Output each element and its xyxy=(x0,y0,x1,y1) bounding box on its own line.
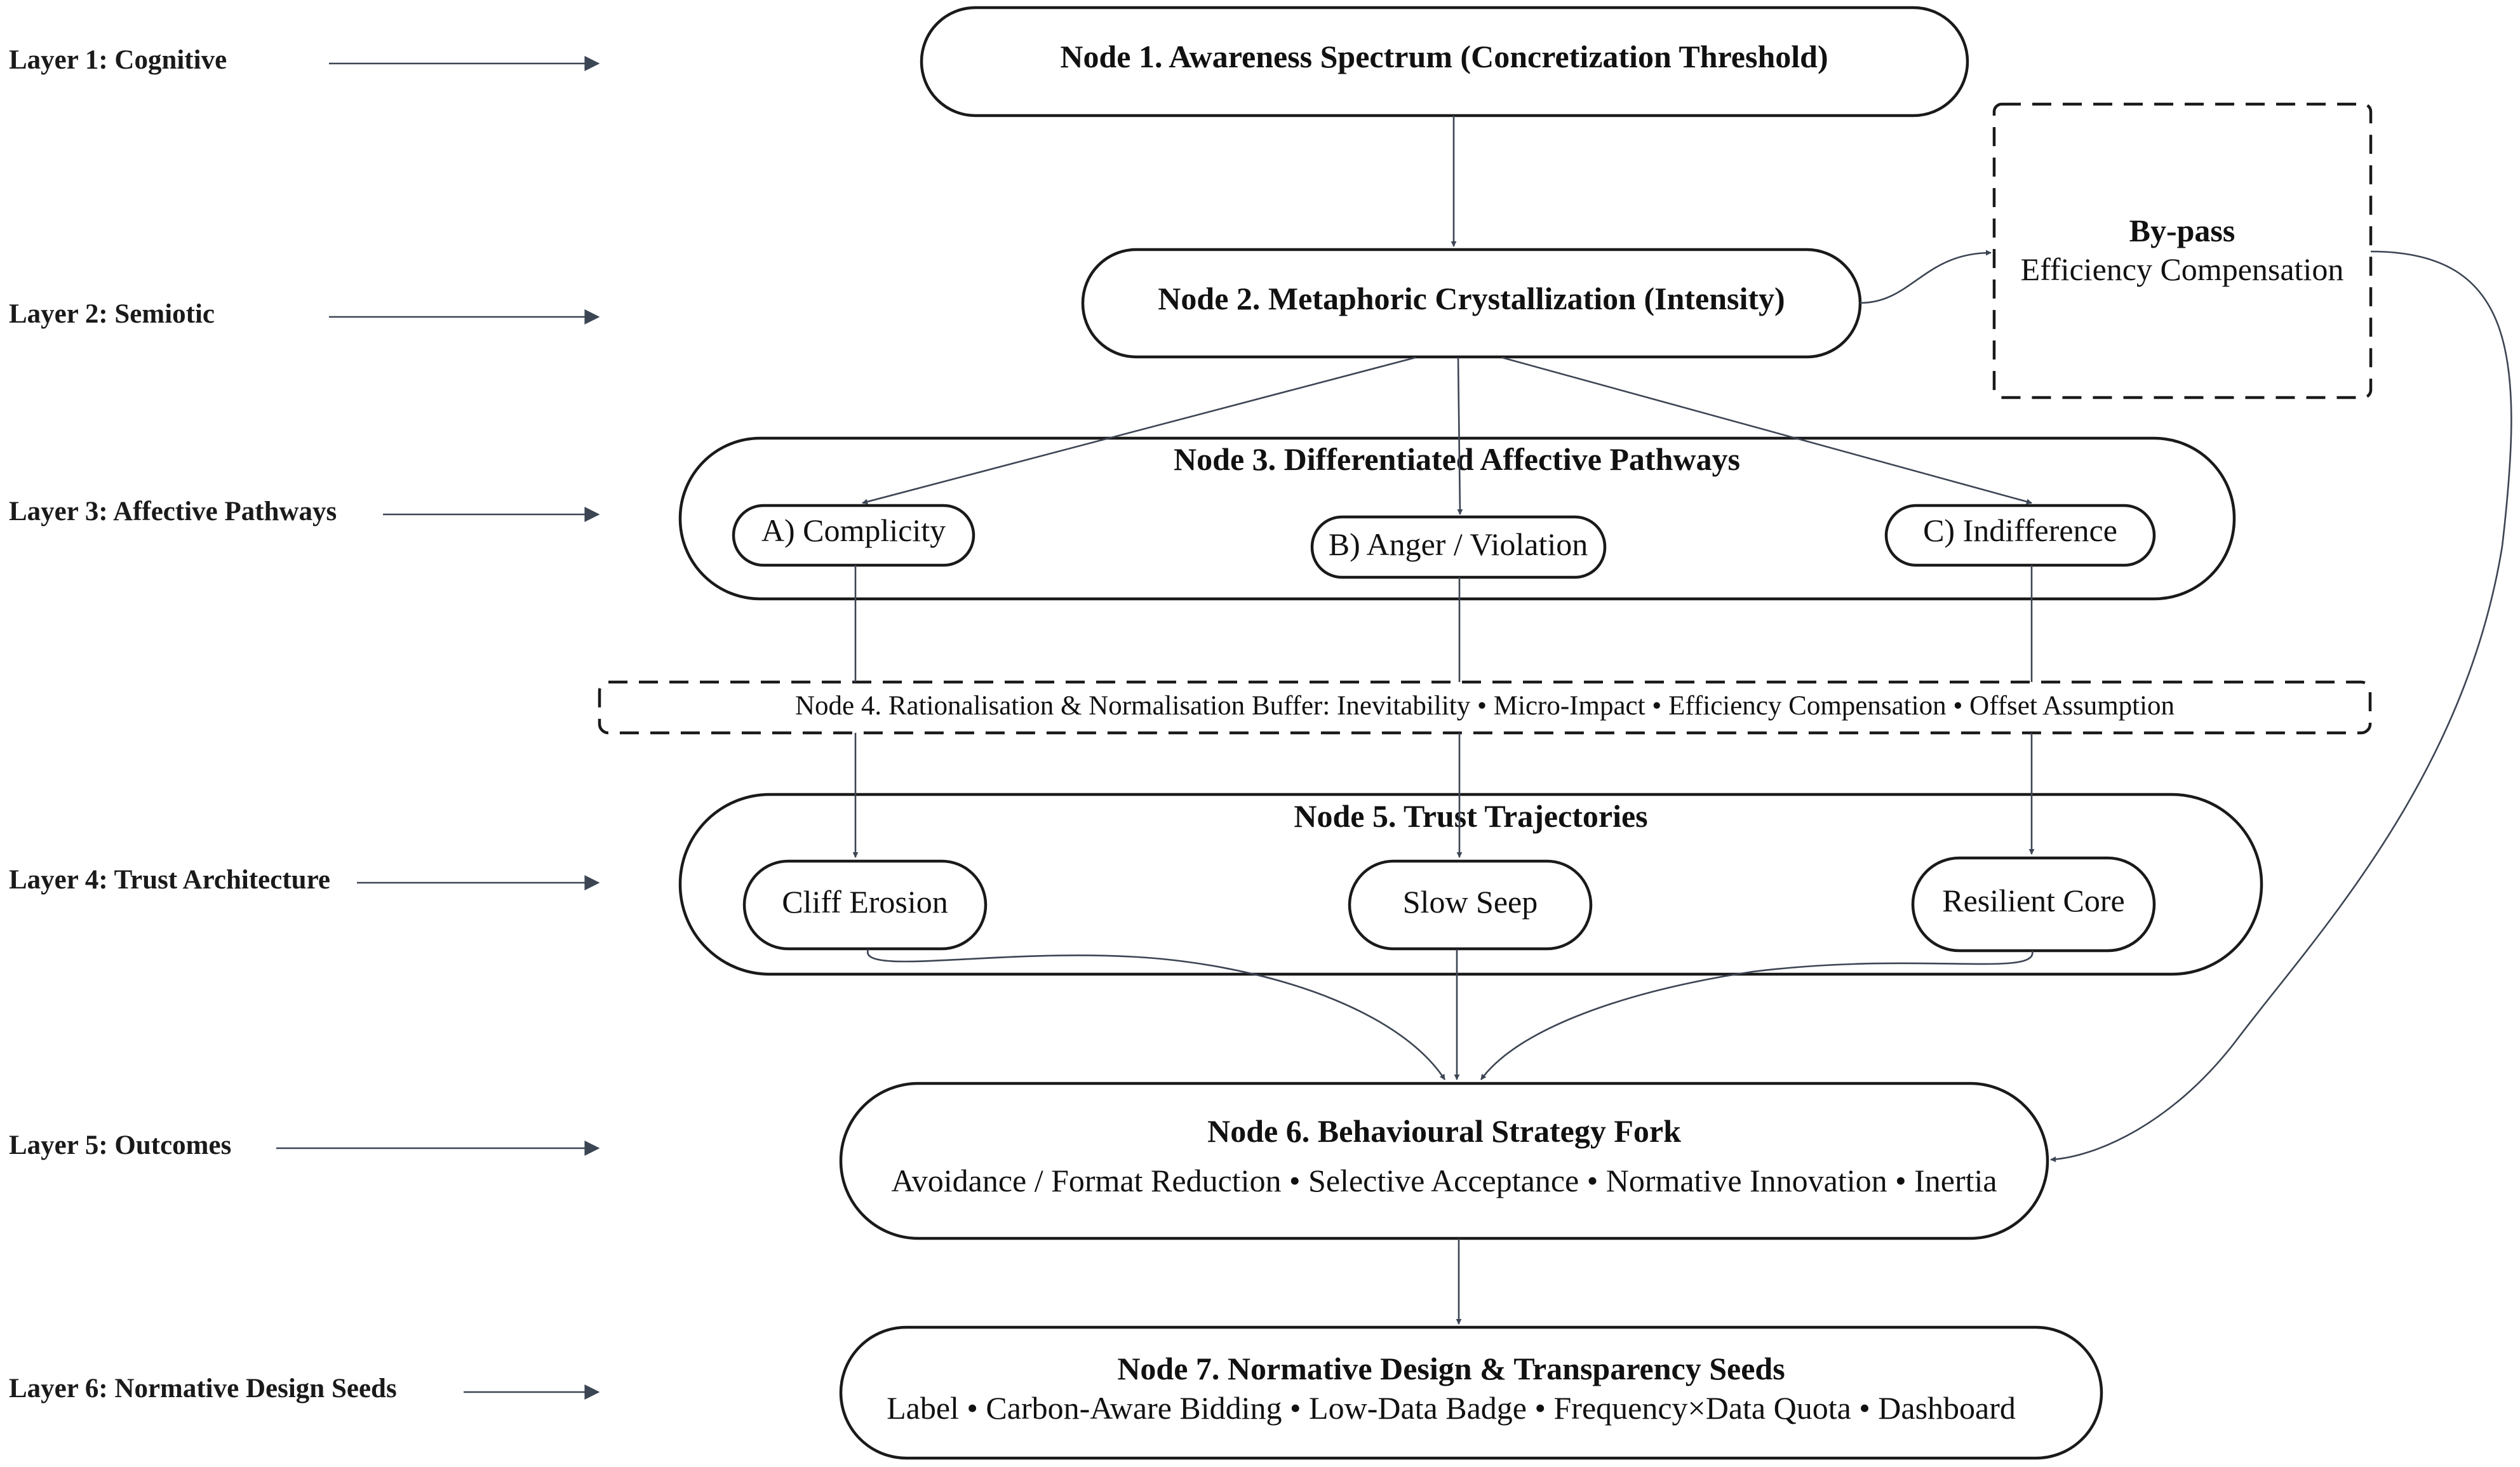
node-6-text: Avoidance / Format Reduction • Selective… xyxy=(891,1163,1997,1198)
node-1-title: Node 1. Awareness Spectrum (Concretizati… xyxy=(1060,39,1828,74)
node-5: Node 5. Trust Trajectories Cliff Erosion… xyxy=(678,793,2263,976)
node-4-text: Node 4. Rationalisation & Normalisation … xyxy=(795,691,2175,721)
node-2: Node 2. Metaphoric Crystallization (Inte… xyxy=(1081,248,1862,359)
pathway-indifference-label: C) Indifference xyxy=(1923,512,2117,548)
edge-bypass-node6 xyxy=(2050,250,2512,1163)
node-4-box xyxy=(598,680,2372,735)
bypass-node: By-pass Efficiency Compensation xyxy=(1992,102,2373,399)
trajectory-resilient-core-label: Resilient Core xyxy=(1942,883,2124,918)
trajectory-cliff-erosion-box xyxy=(742,859,988,951)
connectors xyxy=(852,116,2512,1325)
edge-resilient-core-node6 xyxy=(1480,950,2034,1080)
node-6-title: Node 6. Behavioural Strategy Fork xyxy=(1207,1113,1681,1149)
edge-node2-complicity xyxy=(862,356,1416,505)
layer-label-1: Layer 1: Cognitive xyxy=(9,45,227,75)
node-7-box xyxy=(839,1325,2103,1460)
pathway-complicity-box xyxy=(732,504,975,567)
layer-label-5: Layer 5: Outcomes xyxy=(9,1130,231,1160)
node-2-title: Node 2. Metaphoric Crystallization (Inte… xyxy=(1158,281,1785,316)
edge-node2-indifference xyxy=(1501,356,2032,505)
node-7: Node 7. Normative Design & Transparency … xyxy=(839,1325,2103,1460)
node-7-title: Node 7. Normative Design & Transparency … xyxy=(1117,1351,1785,1386)
node-7-text: Label • Carbon-Aware Bidding • Low-Data … xyxy=(887,1390,2016,1426)
edge-cliff-erosion-node6 xyxy=(866,949,1446,1080)
node-3: Node 3. Differentiated Affective Pathway… xyxy=(678,436,2236,601)
pathway-complicity-label: A) Complicity xyxy=(761,512,946,548)
pathway-indifference-box xyxy=(1884,504,2156,567)
node-6: Node 6. Behavioural Strategy Fork Avoida… xyxy=(839,1082,2049,1240)
bypass-subtitle: Efficiency Compensation xyxy=(2021,251,2344,287)
edge-node2-bypass xyxy=(1860,250,1992,304)
layer-label-4: Layer 4: Trust Architecture xyxy=(9,865,330,895)
layer-label-2: Layer 2: Semiotic xyxy=(9,299,215,329)
layer-label-6: Layer 6: Normative Design Seeds xyxy=(9,1374,397,1403)
layer-labels: Layer 1: Cognitive Layer 2: Semiotic Lay… xyxy=(9,45,600,1403)
trajectory-cliff-erosion-label: Cliff Erosion xyxy=(782,884,948,920)
node-6-box xyxy=(839,1082,2049,1240)
layer-label-3: Layer 3: Affective Pathways xyxy=(9,497,337,526)
bypass-box xyxy=(1992,102,2373,399)
node-3-title: Node 3. Differentiated Affective Pathway… xyxy=(1174,441,1740,477)
trajectory-slow-seep-box xyxy=(1348,859,1593,951)
pathway-anger-label: B) Anger / Violation xyxy=(1329,526,1588,562)
pathway-anger-box xyxy=(1310,515,1607,579)
node-1: Node 1. Awareness Spectrum (Concretizati… xyxy=(920,6,1969,117)
node-5-title: Node 5. Trust Trajectories xyxy=(1294,798,1647,834)
trajectory-resilient-core-box xyxy=(1911,856,2156,953)
bypass-title: By-pass xyxy=(2129,213,2235,248)
node-1-box xyxy=(920,6,1969,117)
edge-node2-anger xyxy=(1457,357,1463,515)
node-4: Node 4. Rationalisation & Normalisation … xyxy=(598,680,2372,735)
trajectory-slow-seep-label: Slow Seep xyxy=(1403,884,1538,920)
